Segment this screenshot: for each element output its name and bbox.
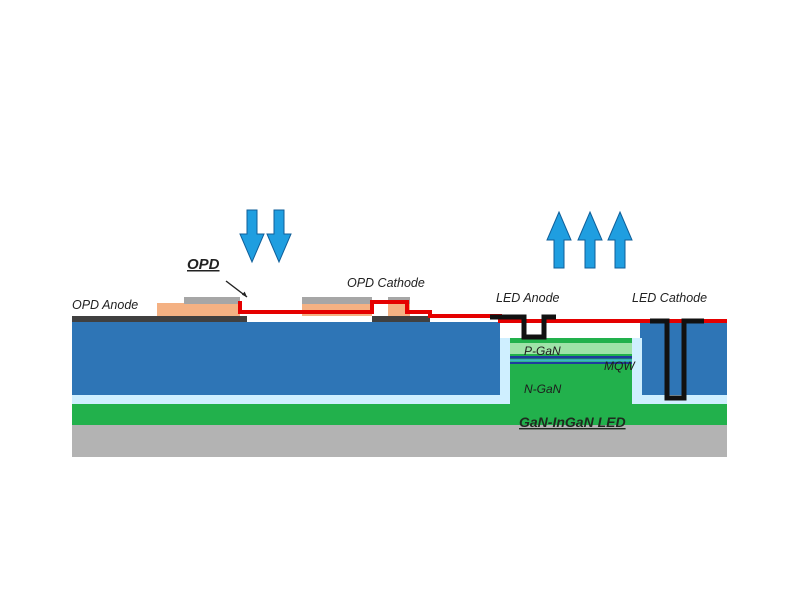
led-mqw-line-2 bbox=[510, 359, 632, 362]
incoming-light-arrow-2 bbox=[266, 209, 292, 264]
mqw-label: MQW bbox=[604, 359, 636, 373]
emitted-light-arrow-3 bbox=[607, 210, 633, 269]
substrate-layer bbox=[72, 425, 727, 457]
emitted-light-arrow-1 bbox=[546, 210, 572, 269]
opd-grey-left bbox=[184, 297, 240, 304]
p-gan-label: P-GaN bbox=[524, 344, 561, 358]
led-anode-label: LED Anode bbox=[496, 291, 560, 305]
opd-cathode-dark-pad bbox=[372, 316, 430, 322]
opd-peach-center bbox=[302, 303, 372, 316]
opd-cathode-label: OPD Cathode bbox=[347, 276, 425, 290]
led-pgan-layer bbox=[510, 343, 632, 354]
incoming-light-arrow-1 bbox=[239, 209, 265, 264]
light-blue-layer-main bbox=[72, 395, 727, 404]
led-mqw-line-3 bbox=[510, 362, 632, 364]
emitted-light-arrow-2 bbox=[577, 210, 603, 269]
green-base-layer bbox=[72, 404, 727, 425]
opd-label: OPD bbox=[187, 256, 220, 273]
blue-main-film bbox=[72, 322, 500, 395]
light-blue-right-wall bbox=[632, 338, 642, 404]
led-cathode-metal bbox=[650, 318, 704, 401]
opd-grey-center bbox=[302, 297, 372, 304]
light-blue-left-wall bbox=[500, 338, 510, 404]
led-mqw-line-1 bbox=[510, 356, 632, 359]
opd-peach-right bbox=[388, 303, 410, 316]
led-cathode-label: LED Cathode bbox=[632, 291, 707, 305]
opd-pointer-head bbox=[241, 291, 247, 297]
opd-anode-label: OPD Anode bbox=[72, 298, 138, 312]
n-gan-label: N-GaN bbox=[524, 382, 562, 396]
led-anode-metal bbox=[490, 314, 556, 340]
opd-peach-left bbox=[157, 303, 240, 316]
opd-anode-dark-layer bbox=[72, 316, 247, 322]
led-title-label: GaN-InGaN LED bbox=[519, 414, 626, 430]
